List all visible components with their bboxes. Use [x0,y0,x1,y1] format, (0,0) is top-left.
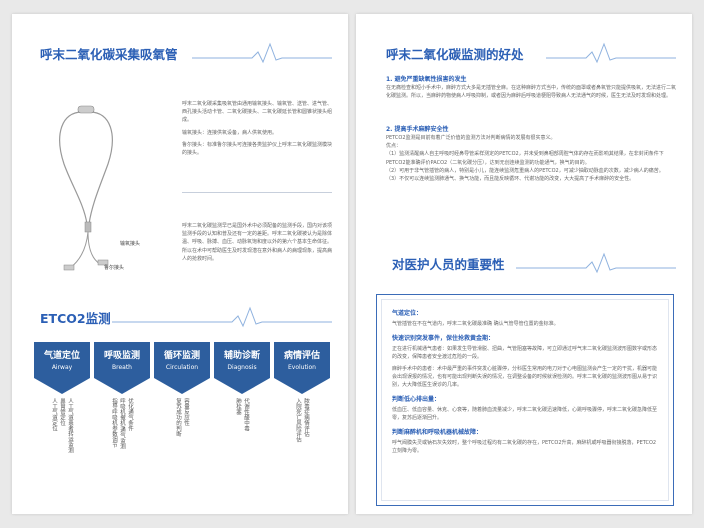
nasal-cannula-illustration [59,105,113,271]
heartbeat-line-icon [112,306,332,328]
column-item: 人工气道定位 [51,398,57,431]
column-title: 呼吸监测 [103,351,140,361]
right-page: 呼末二氧化碳监测的好处 1. 避免严重缺氧性损害的发生 在无痛检查和短小手术中，… [356,14,692,514]
importance-heading: 判断低心排出量： [392,396,441,403]
intro-paragraph: 输氧接头：连接供氧设备，病人供氧使用。 [182,129,278,136]
column-item: 指导呼吸机参数调节 [111,398,117,448]
column-body: 人工气道定位 鼻胃管定位 人工气道患者转运监测 [34,398,90,508]
importance-text: 正在进行机械通气患者：如果发生导管滑脱、扭曲，气管阻塞等故障，可立即通过呼气末二… [392,346,658,360]
column-header: 呼吸监测 Breath [94,342,150,378]
column-arrow [274,378,330,394]
column-arrow [154,378,210,394]
column-breath: 呼吸监测 Breath 指导呼吸机参数调节 呼吸机撤机/通气监测 优化通气条件 [94,342,150,502]
benefit-2-line: 优点： [386,143,402,150]
importance-heading: 判断麻醉机和呼吸机器机械故障： [392,429,483,436]
column-item: 复苏成功的判断 [175,398,181,437]
column-arrow [94,378,150,394]
column-circulation: 循环监测 Circulation 复苏成功的判断 容量反应性 [154,342,210,502]
column-body: 入院死亡风险评估 脓毒症病情评估 [274,398,330,508]
importance-text: 呼气阀膜失灵或钠石灰失效时，整个呼吸过程均有二氧化碳的存在，PETCO2升高，麻… [392,440,657,454]
column-item: 优化通气条件 [127,398,133,431]
column-item: 鼻胃管定位 [59,398,65,426]
column-item: 代谢性酸中毒 [243,398,249,431]
importance-frame: 气道定位： 气管插管在不在气道内，呼末二氧化碳最准确 确认气管导管位置的金标准。… [376,294,674,506]
luer-connector-label: 鲁尔接头 [104,265,125,271]
etco2-section-title: ETCO2监测 [40,311,111,326]
benefit-2-line: （1）监测清醒病人自主呼吸时经鼻导管采样测定的PETCO2，并未受到鼻咽部周腔气… [386,151,664,166]
left-page: 呼末二氧化碳采集吸氧管 输氧接头 鲁尔接头 呼末二氧化碳采集吸氧管由通用输氧接头… [12,14,348,514]
intro-paragraph: 鲁尔接头：标准鲁尔接头可连接各类监护仪上呼末二氧化碳监测模块的接头。 [182,141,333,157]
column-subtitle: Circulation [165,364,199,371]
cannula-description: 呼末二氧化碳采集吸氧管由通用输氧接头、输氧管、送管、进气管、西孔接头活动卡管、二… [182,100,332,161]
benefit-1-text: 在无痛检查和短小手术中，麻醉方式大多是无插管全麻。在这种麻醉方式当中，传统的面罩… [386,85,677,100]
importance-title: 对医护人员的重要性 [392,257,505,272]
column-evolution: 病情评估 Evolution 入院死亡风险评估 脓毒症病情评估 [274,342,330,502]
column-item: 人工气道患者转运监测 [67,398,73,453]
column-title: 辅助诊断 [223,351,260,361]
column-subtitle: Diagnosis [227,364,257,371]
column-subtitle: Airway [51,364,73,371]
importance-text: 麻醉手术中的患者：术中最严重的事件突发心脏骤停，分科医生常用的电刀对于心电图监测… [392,366,658,388]
benefit-2-text: PETCO2监测是目前有着广泛价值的监测方法对判断病情的发展有很实意义。 优点：… [386,134,676,183]
column-item: 入院死亡风险评估 [295,398,301,442]
column-arrow [34,378,90,394]
column-title: 循环监测 [163,351,200,361]
benefit-2-line: PETCO2监测是目前有着广泛价值的监测方法对判断病情的发展有很实意义。 [386,135,556,141]
column-item: 容量反应性 [183,398,189,426]
right-section-title: 呼末二氧化碳监测的好处 [386,47,524,62]
column-header: 气道定位 Airway [34,342,90,378]
column-title: 气道定位 [43,351,80,361]
benefit-2-line: （2）可用于非气管插管的病人，特别是小儿，能连续监测危重病人的PETCO2，可减… [386,167,664,174]
column-airway: 气道定位 Airway 人工气道定位 鼻胃管定位 人工气道患者转运监测 [34,342,90,502]
column-item: 呼吸机撤机/通气监测 [119,398,125,450]
column-item: 肺栓塞 [235,398,241,415]
column-body: 指导呼吸机参数调节 呼吸机撤机/通气监测 优化通气条件 [94,398,150,508]
column-header: 辅助诊断 Diagnosis [214,342,270,378]
heartbeat-line-icon [546,42,676,64]
benefit-2-line: （3）不仅可以连续监测肺通气、换气功能，而且能反映循环、代谢功能的改变，大大提高… [386,176,635,183]
column-body: 复苏成功的判断 容量反应性 [154,398,210,508]
column-arrow [214,378,270,394]
column-header: 病情评估 Evolution [274,342,330,378]
etco2-importance-text: 呼末二氧化碳监测早已是国外术中必须配备的监测手段，国内对该项监测手段的认知和普及… [182,223,333,262]
importance-heading: 气道定位： [392,310,423,317]
importance-text: 气管插管在不在气道内，呼末二氧化碳最准确 确认气管导管位置的金标准。 [392,321,559,327]
column-subtitle: Evolution [288,364,316,371]
benefit-2-heading: 2. 提高手术麻醉安全性 [386,126,449,133]
column-header: 循环监测 Circulation [154,342,210,378]
column-item: 脓毒症病情评估 [303,398,309,437]
heartbeat-line-icon [192,42,332,64]
left-section-title: 呼末二氧化碳采集吸氧管 [40,47,178,62]
column-subtitle: Breath [112,364,132,371]
importance-content: 气道定位： 气管插管在不在气道内，呼末二氧化碳最准确 确认气管导管位置的金标准。… [381,299,669,501]
importance-text: 低血压、低血容量、休克、心衰等，随着肺血流量减少，呼末二氧化碳迅速降低，心跳呼吸… [392,407,658,421]
column-title: 病情评估 [283,351,320,361]
column-diagnosis: 辅助诊断 Diagnosis 肺栓塞 代谢性酸中毒 [214,342,270,502]
heartbeat-line-icon [516,252,676,274]
benefit-1-heading: 1. 避免严重缺氧性损害的发生 [386,76,467,83]
etco2-applications: 气道定位 Airway 人工气道定位 鼻胃管定位 人工气道患者转运监测 呼吸监测… [34,342,330,502]
divider [182,192,332,193]
importance-heading: 快速识别突发事件，保住抢救黄金期： [392,335,495,342]
column-body: 肺栓塞 代谢性酸中毒 [214,398,270,508]
intro-paragraph: 呼末二氧化碳采集吸氧管由通用输氧接头、输氧管、送管、进气管、西孔接头活动卡管、二… [182,101,333,124]
oxygen-connector-label: 输氧接头 [120,241,141,247]
